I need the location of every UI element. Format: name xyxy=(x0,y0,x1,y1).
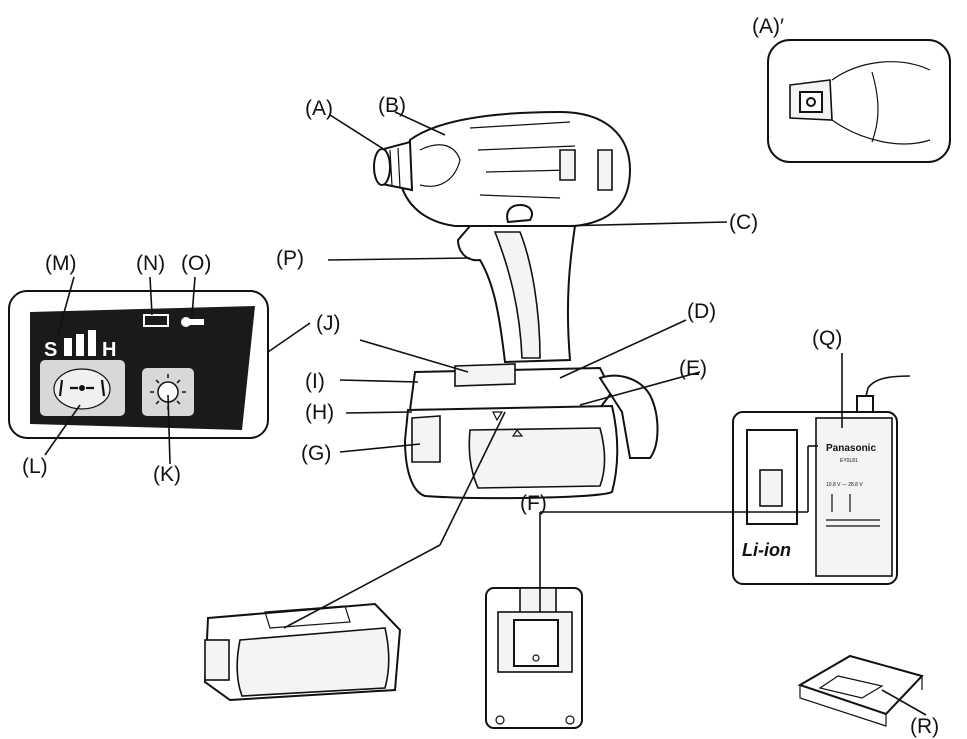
charger-model: EY0L81 xyxy=(840,458,858,464)
speed-indicator: S H xyxy=(44,330,116,361)
label-a-prime: (A)′ xyxy=(752,15,784,38)
charger-voltage: 10.8 V — 28.8 V xyxy=(826,482,863,488)
control-panel-callout: S H xyxy=(8,290,311,439)
battery-charger: Panasonic EY0L81 10.8 V — 28.8 V Li-ion xyxy=(732,375,911,585)
label-e: (E) xyxy=(679,357,707,380)
label-h: (H) xyxy=(305,401,334,424)
label-c: (C) xyxy=(729,211,758,234)
lock-indicator-icon xyxy=(181,317,204,327)
label-p: (P) xyxy=(276,247,304,270)
label-d: (D) xyxy=(687,300,716,323)
label-n: (N) xyxy=(136,252,165,275)
label-k: (K) xyxy=(153,463,181,486)
battery-pack-upright xyxy=(485,587,583,729)
battery-cover xyxy=(797,654,924,727)
impact-driver xyxy=(373,110,659,500)
battery-pack-loose xyxy=(203,602,402,702)
charger-brand: Panasonic xyxy=(826,443,876,454)
charger-battery-type: Li-ion xyxy=(742,540,791,560)
label-i: (I) xyxy=(305,370,325,393)
battery-indicator-icon xyxy=(143,314,169,327)
part-labels: (A) (B) (A)′ (C) (D) (E) (P) (J) (I) (H)… xyxy=(22,15,939,738)
label-j: (J) xyxy=(316,312,341,335)
speed-high-label: H xyxy=(102,339,116,361)
label-m: (M) xyxy=(45,252,76,275)
label-o: (O) xyxy=(181,252,211,275)
leader-lines xyxy=(44,111,927,716)
speed-low-label: S xyxy=(44,339,57,361)
chuck-part-a xyxy=(373,140,414,192)
label-q: (Q) xyxy=(812,327,842,350)
label-r: (R) xyxy=(910,715,939,738)
label-a: (A) xyxy=(305,97,333,120)
rotation-button[interactable] xyxy=(53,368,111,410)
chuck-inset xyxy=(767,39,951,163)
label-f: (F) xyxy=(520,492,547,515)
label-g: (G) xyxy=(301,442,331,465)
label-l: (L) xyxy=(22,455,48,478)
label-b: (B) xyxy=(378,94,406,117)
